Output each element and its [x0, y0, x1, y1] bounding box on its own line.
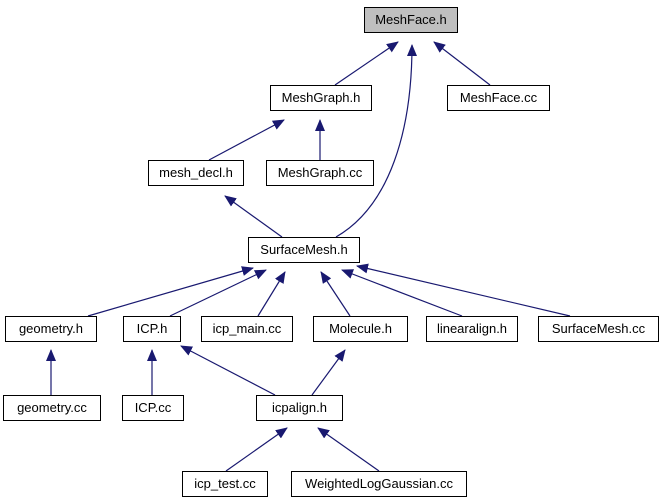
node-molecule-h[interactable]: Molecule.h: [313, 316, 408, 342]
edge-geometry-h-to-surfacemesh-h: [87, 266, 254, 317]
node-icp-h[interactable]: ICP.h: [123, 316, 181, 342]
node-surfacemesh-h[interactable]: SurfaceMesh.h: [248, 237, 360, 263]
edge-icpalign-h-to-icp-h: [180, 345, 276, 396]
edge-linearalign-h-to-surfacemesh-h: [341, 269, 463, 317]
edge-icp-h-to-surfacemesh-h: [169, 269, 267, 317]
edge-surfacemesh-h-to-mesh-decl-h: [224, 195, 283, 238]
node-icp-main-cc[interactable]: icp_main.cc: [201, 316, 293, 342]
node-icpalign-h[interactable]: icpalign.h: [256, 395, 343, 421]
node-geometry-cc[interactable]: geometry.cc: [3, 395, 101, 421]
node-icp-cc[interactable]: ICP.cc: [122, 395, 184, 421]
edge-weighted-cc-to-icpalign-h: [317, 427, 380, 472]
node-meshgraph-h[interactable]: MeshGraph.h: [270, 85, 372, 111]
node-icp-test-cc[interactable]: icp_test.cc: [182, 471, 268, 497]
node-mesh-decl-h[interactable]: mesh_decl.h: [148, 160, 244, 186]
edge-icpalign-h-to-molecule-h: [311, 349, 346, 396]
edge-surfacemesh-h-to-meshface-h: [335, 44, 417, 238]
edge-meshgraph-h-to-meshface-h: [334, 41, 399, 86]
node-meshface-cc[interactable]: MeshFace.cc: [447, 85, 550, 111]
node-geometry-h[interactable]: geometry.h: [5, 316, 97, 342]
edge-meshface-cc-to-meshface-h: [433, 41, 491, 86]
node-meshface-h: MeshFace.h: [364, 7, 458, 33]
node-meshgraph-cc[interactable]: MeshGraph.cc: [266, 160, 374, 186]
edge-icp-main-cc-to-surfacemesh-h: [257, 271, 286, 317]
node-surfacemesh-cc[interactable]: SurfaceMesh.cc: [538, 316, 659, 342]
node-linearalign-h[interactable]: linearalign.h: [426, 316, 518, 342]
edge-icp-test-cc-to-icpalign-h: [225, 427, 288, 472]
edge-surfacemesh-cc-to-surfacemesh-h: [356, 263, 571, 317]
node-weighted-log-gaussian-cc[interactable]: WeightedLogGaussian.cc: [291, 471, 467, 497]
edge-molecule-h-to-surfacemesh-h: [320, 271, 351, 317]
edge-mesh-decl-h-to-meshgraph-h: [208, 119, 285, 161]
